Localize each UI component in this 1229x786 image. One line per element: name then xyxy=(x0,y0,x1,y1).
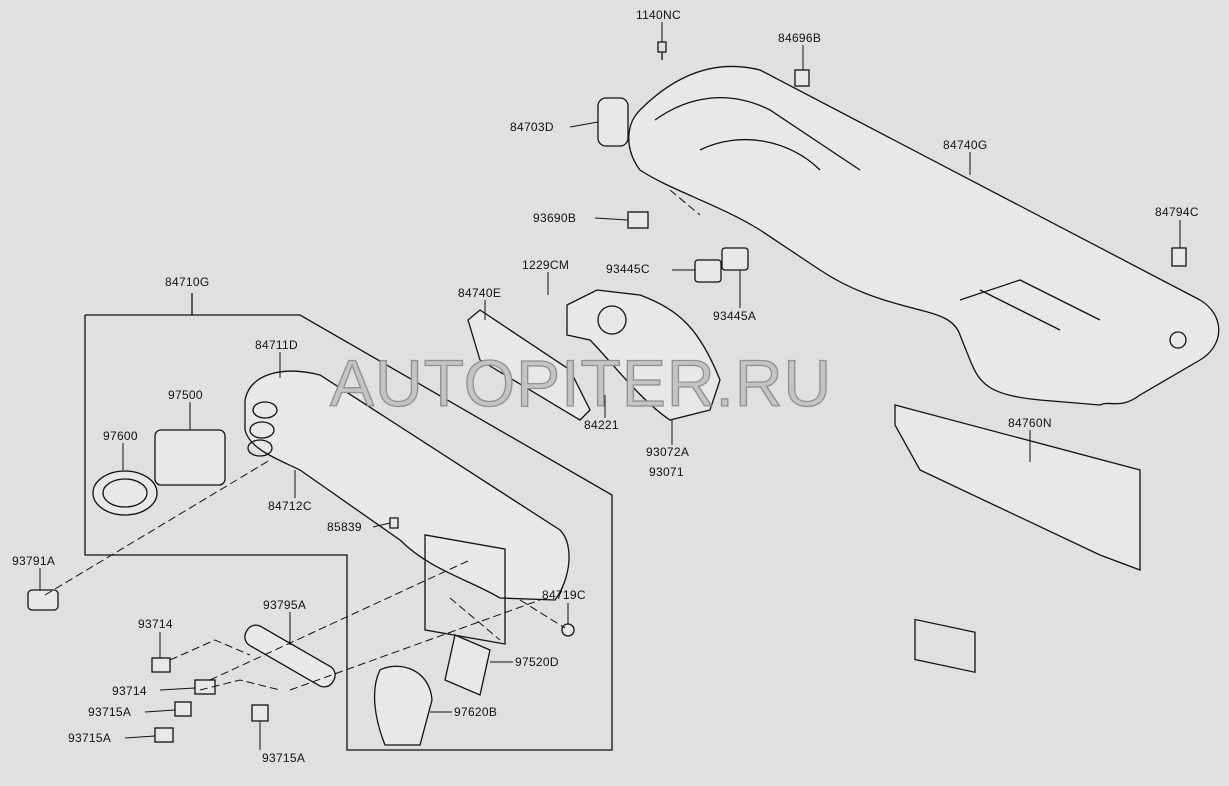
part-label-84703D: 84703D xyxy=(510,120,554,134)
part-label-84696B: 84696B xyxy=(778,31,822,45)
part-label-85839: 85839 xyxy=(327,520,362,534)
dash-panel-84740G xyxy=(628,65,1220,406)
part-label-93715A: 93715A xyxy=(262,751,306,765)
part-label-84719C: 84719C xyxy=(542,588,586,602)
part-label-84711D: 84711D xyxy=(255,338,298,352)
part-label-84740G: 84740G xyxy=(943,138,988,152)
watermark: AUTOPITER.RU xyxy=(329,345,833,420)
part-label-84712C: 84712C xyxy=(268,499,312,513)
part-label-93071: 93071 xyxy=(649,465,684,479)
group-frame xyxy=(84,314,613,751)
part-label-84710G: 84710G xyxy=(165,275,210,289)
part-label-1140NC: 1140NC xyxy=(636,8,681,22)
part-label-93445A: 93445A xyxy=(713,309,757,323)
part-label-93791A: 93791A xyxy=(12,554,56,568)
part-label-93445C: 93445C xyxy=(606,262,650,276)
part-label-97520D: 97520D xyxy=(515,655,559,669)
part-label-84760N: 84760N xyxy=(1008,416,1052,430)
part-label-93715A: 93715A xyxy=(88,705,132,719)
part-label-93714: 93714 xyxy=(138,617,173,631)
part-label-93715A: 93715A xyxy=(68,731,112,745)
part-label-1229CM: 1229CM xyxy=(522,258,570,272)
part-label-97600: 97600 xyxy=(103,429,138,443)
part-label-93714: 93714 xyxy=(112,684,147,698)
part-label-93072A: 93072A xyxy=(646,445,690,459)
part-label-84794C: 84794C xyxy=(1155,205,1199,219)
part-label-97500: 97500 xyxy=(168,388,203,402)
part-label-84740E: 84740E xyxy=(458,286,502,300)
part-label-93795A: 93795A xyxy=(263,598,307,612)
part-label-97620B: 97620B xyxy=(454,705,498,719)
part-label-93690B: 93690B xyxy=(533,211,577,225)
part-label-84221: 84221 xyxy=(584,418,619,432)
